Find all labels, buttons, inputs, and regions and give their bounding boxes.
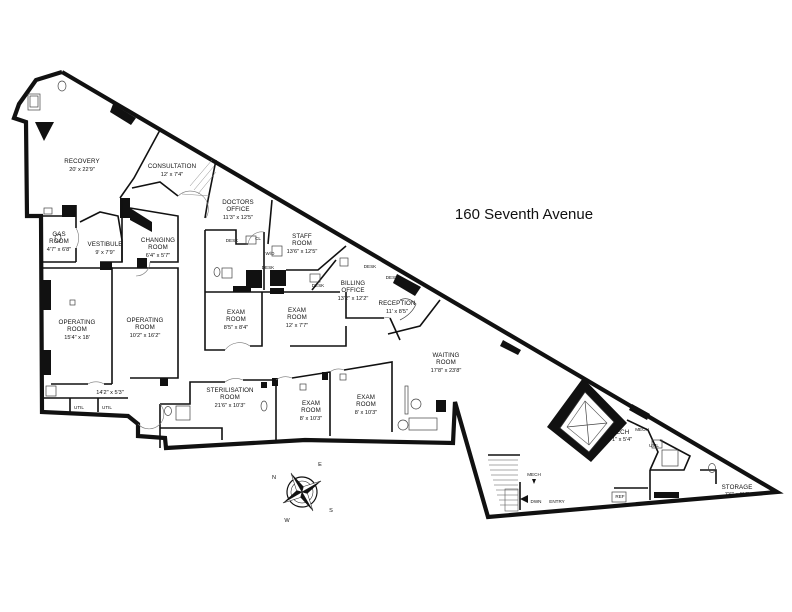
storage-label: STORAGE (722, 484, 753, 491)
exam-room-3-label: EXAM (302, 400, 320, 407)
gas-room-label: GAS (52, 231, 65, 238)
interior-walls (27, 129, 717, 510)
staff-room-label-2: ROOM (292, 240, 312, 247)
plan-title: 160 Seventh Avenue (455, 206, 593, 223)
vestibule-label: VESTIBULE (88, 241, 123, 248)
staff-room-label: STAFF (292, 233, 312, 240)
operating-room-1-label: OPERATING (59, 319, 96, 326)
exam-room-3-dim: 8' x 10'3" (300, 416, 322, 422)
reception-label: RECEPTION (379, 300, 416, 307)
desk-label-3: DESK (312, 283, 325, 288)
compass-rose-icon (282, 472, 322, 512)
mech-entry-label: MECH (527, 472, 541, 477)
entry-arrow-icon (520, 495, 528, 503)
sterilisation-room-label: STERILISATION (206, 387, 253, 394)
storage-dim: 7'6" x 5'4" (725, 492, 749, 498)
exam-room-4-label: EXAM (357, 394, 375, 401)
door-swings (75, 190, 391, 430)
reception-dim: 11' x 8'5" (386, 309, 408, 315)
recovery-dim: 20' x 22'9" (69, 167, 95, 173)
mech-arrow-icon (532, 479, 536, 484)
compass-s: S (329, 508, 333, 514)
waiting-room-label-2: ROOM (436, 359, 456, 366)
vestibule-dim: 9' x 7'9" (95, 250, 114, 256)
fixtures (27, 80, 716, 503)
util-label-3: UTIL (649, 443, 659, 448)
mech-top-label: MECH (635, 427, 649, 432)
desk-label-4: DESK (262, 265, 275, 270)
doctors-office-label-2: OFFICE (226, 206, 249, 213)
util-label-1: UTIL (74, 405, 84, 410)
entry-stairs (488, 459, 519, 512)
waiting-room-label: WAITING (433, 352, 460, 359)
sterilisation-room-label-2: ROOM (220, 394, 240, 401)
sterilisation-room-dim: 21'6" x 10'3" (215, 403, 246, 409)
mech-room-dim: 8'1" x 5'4" (608, 437, 632, 443)
exam-room-1-dim: 8'5" x 8'4" (224, 325, 248, 331)
consultation-label: CONSULTATION (148, 163, 196, 170)
compass-w: W (284, 518, 290, 524)
exam-room-4-dim: 8' x 10'3" (355, 410, 377, 416)
gas-room-label-2: ROOM (49, 238, 69, 245)
compass-e: E (318, 462, 322, 468)
waiting-room-dim: 17'8" x 23'8" (431, 368, 462, 374)
util-label-2: UTIL (102, 405, 112, 410)
ref-label: REF (615, 494, 624, 499)
operating-room-2-label-2: ROOM (135, 324, 155, 331)
elevator-shaft (559, 391, 615, 453)
exam-room-2-dim: 12' x 7'7" (286, 323, 308, 329)
changing-room-dim: 6'4" x 5'7" (146, 253, 170, 259)
billing-office-label-2: OFFICE (341, 287, 364, 294)
operating-room-2-dim: 10'2" x 16'2" (130, 333, 161, 339)
mech-room-label: MECH (611, 429, 630, 436)
compass-n: N (272, 475, 276, 481)
exam-room-3-label-2: ROOM (301, 407, 321, 414)
exam-room-4-label-2: ROOM (356, 401, 376, 408)
exam-room-2-label-2: ROOM (287, 314, 307, 321)
changing-room-label-2: ROOM (148, 244, 168, 251)
operating-room-1-dim: 15'4" x 18' (64, 335, 90, 341)
desk-label-2: DESK (386, 275, 399, 280)
consultation-ramp (181, 159, 217, 197)
changing-room-label: CHANGING (141, 237, 175, 244)
exam-room-1-label: EXAM (227, 309, 245, 316)
recovery-label: RECOVERY (64, 158, 99, 165)
closet-label: CL (255, 236, 261, 241)
entry-label: ENTRY (549, 499, 565, 504)
exam-room-2-label: EXAM (288, 307, 306, 314)
doctors-office-label: DOCTORS (222, 199, 254, 206)
exam-room-1-label-2: ROOM (226, 316, 246, 323)
dwn-label: DWN (531, 499, 542, 504)
gas-room-dim: 4'7" x 6'8" (47, 247, 71, 253)
washer-dryer-label: W/D (266, 251, 276, 256)
staff-room-dim: 13'6" x 12'5" (287, 249, 318, 255)
desk-label-1: DESK (364, 264, 377, 269)
consultation-dim: 12' x 7'4" (161, 172, 183, 178)
billing-office-dim: 13'2" x 12'2" (338, 296, 369, 302)
doctors-office-dim: 11'3" x 12'5" (223, 215, 253, 221)
billing-office-label: BILLING (341, 280, 366, 287)
corridor-dim: 14'2" x 5'3" (96, 390, 124, 396)
operating-room-2-label: OPERATING (127, 317, 164, 324)
desk-label-5: DESK (226, 238, 239, 243)
operating-room-1-label-2: ROOM (67, 326, 87, 333)
